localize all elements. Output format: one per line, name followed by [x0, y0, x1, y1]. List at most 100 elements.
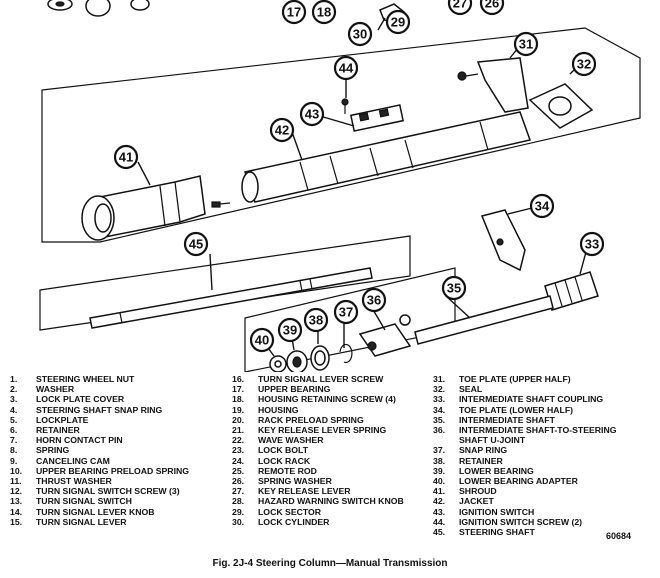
legend-number: 24. — [232, 455, 245, 466]
legend-label: WASHER — [36, 384, 75, 395]
callout-label: 38 — [309, 313, 323, 328]
legend-label: TOE PLATE (LOWER HALF) — [459, 404, 574, 415]
legend-label: UPPER BEARING — [258, 384, 331, 395]
exploded-diagram: 17 18 27 26 29 30 31 32 44 43 42 41 34 4… — [39, 0, 641, 372]
legend-number: 8. — [10, 445, 18, 456]
shroud-part — [81, 175, 206, 241]
legend-item: 32.SEAL — [433, 384, 617, 394]
legend-label: LOWER BEARING — [459, 465, 534, 476]
legend-item: 24. LOCK RACK — [232, 456, 404, 466]
legend-number: 26. — [232, 476, 245, 487]
legend-item: 37.SNAP RING — [433, 445, 617, 455]
jacket-part — [241, 111, 531, 203]
legend-number: 10. — [10, 465, 23, 476]
legend-number: 31. — [433, 374, 446, 384]
legend-number: 21. — [232, 425, 245, 436]
legend-item: 30.LOCK CYLINDER — [232, 517, 404, 527]
lower-left-panel-outline — [39, 235, 411, 331]
legend-item: 40.LOWER BEARING ADAPTER — [433, 476, 617, 486]
callout-41: 41 — [113, 144, 139, 170]
legend-number: 16. — [232, 374, 245, 384]
legend-item: 38.RETAINER — [433, 456, 617, 466]
legend-number: 6. — [10, 425, 18, 436]
legend-number: 28. — [232, 496, 245, 507]
legend-label: IGNITION SWITCH — [459, 506, 535, 517]
callout-38: 38 — [303, 307, 329, 333]
legend-label: STEERING SHAFT — [459, 527, 535, 538]
callout-label: 31 — [519, 37, 533, 52]
callout-label: 32 — [577, 57, 591, 72]
legend-item: 22.WAVE WASHER — [232, 435, 404, 445]
legend-label: STEERING SHAFT SNAP RING — [36, 404, 163, 415]
callout-label: 34 — [535, 199, 550, 214]
legend-label: IGNITION SWITCH SCREW (2) — [459, 516, 583, 527]
legend-number: 39. — [433, 465, 446, 476]
toe-plate-upper-part — [457, 57, 529, 113]
legend-label: SPRING WASHER — [258, 476, 332, 487]
legend-item: 43. IGNITION SWITCH — [433, 507, 617, 517]
legend-number: 23. — [232, 445, 245, 456]
legend-number: 27. — [232, 486, 245, 497]
legend-label: KEY RELEASE LEVER SPRING — [258, 425, 387, 436]
legend-label: TURN SIGNAL LEVER — [36, 516, 127, 527]
retainer-part — [310, 345, 330, 371]
legend-item: 10.UPPER BEARING PRELOAD SPRING — [10, 466, 189, 476]
callout-44: 44 — [333, 55, 359, 81]
callout-42: 42 — [269, 117, 295, 143]
legend-label: LOCK SECTOR — [258, 506, 322, 517]
callout-label: 18 — [317, 5, 331, 20]
callout-34: 34 — [529, 193, 555, 219]
legend-label: TURN SIGNAL LEVER SCREW — [258, 374, 384, 384]
legend-number: 2. — [10, 384, 18, 395]
callout-label: 17 — [287, 5, 301, 20]
legend-label: SEAL — [459, 384, 483, 395]
callout-label: 40 — [255, 333, 269, 348]
legend-item: 3.LOCK PLATE COVER — [10, 394, 189, 404]
legend-label: STEERING WHEEL NUT — [36, 374, 135, 384]
legend-label: LOCK RACK — [258, 455, 311, 466]
legend-item: 35.INTERMEDIATE SHAFT — [433, 415, 617, 425]
callout-36: 36 — [361, 287, 387, 313]
legend-item: 12.TURN SIGNAL SWITCH SCREW (3) — [10, 486, 189, 496]
legend-item: 7.HORN CONTACT PIN — [10, 435, 189, 445]
callout-label: 27 — [453, 0, 467, 11]
legend-item: 44. IGNITION SWITCH SCREW (2) — [433, 517, 617, 527]
legend-number: 34. — [433, 404, 446, 415]
callout-30: 30 — [347, 21, 373, 47]
callout-17: 17 — [281, 0, 307, 25]
callout-label: 30 — [353, 27, 367, 42]
legend-number: 38. — [433, 455, 446, 466]
callout-label: 36 — [367, 293, 381, 308]
legend-number: 19. — [232, 404, 245, 415]
callout-label: 29 — [391, 15, 405, 30]
legend-label: KEY RELEASE LEVER — [258, 486, 351, 497]
callout-label: 44 — [339, 61, 354, 76]
callout-label: 35 — [447, 281, 461, 296]
legend-number: 40. — [433, 476, 446, 487]
callout-27: 27 — [447, 0, 473, 16]
legend-number: 43. — [433, 506, 446, 517]
legend-item: 8.SPRING — [10, 445, 189, 455]
legend-label: THRUST WASHER — [36, 476, 112, 487]
legend-number: 44. — [433, 516, 446, 527]
legend-label: WAVE WASHER — [258, 435, 324, 446]
legend-number: 42. — [433, 496, 446, 507]
legend-label: CANCELING CAM — [36, 455, 110, 466]
legend-number: 37. — [433, 445, 446, 456]
legend-label: LOCKPLATE — [36, 414, 89, 425]
legend-item: 29.LOCK SECTOR — [232, 507, 404, 517]
legend-item: 1.STEERING WHEEL NUT — [10, 374, 189, 384]
legend-label: REMOTE ROD — [258, 465, 317, 476]
legend-number: 18. — [232, 394, 245, 405]
legend-item: 2. WASHER — [10, 384, 189, 394]
callout-40: 40 — [249, 327, 275, 353]
intermediate-shaft-part — [414, 295, 554, 345]
legend-label: JACKET — [459, 496, 494, 507]
parts-legend-column-3: 31.TOE PLATE (UPPER HALF) 32.SEAL 33.INT… — [433, 374, 617, 537]
legend-label: RACK PRELOAD SPRING — [258, 414, 364, 425]
legend-number: 3. — [10, 394, 18, 405]
legend-item: SHAFT U-JOINT — [433, 435, 617, 445]
legend-item: 5.LOCKPLATE — [10, 415, 189, 425]
legend-item: 31.TOE PLATE (UPPER HALF) — [433, 374, 617, 384]
legend-item: 17.UPPER BEARING — [232, 384, 404, 394]
